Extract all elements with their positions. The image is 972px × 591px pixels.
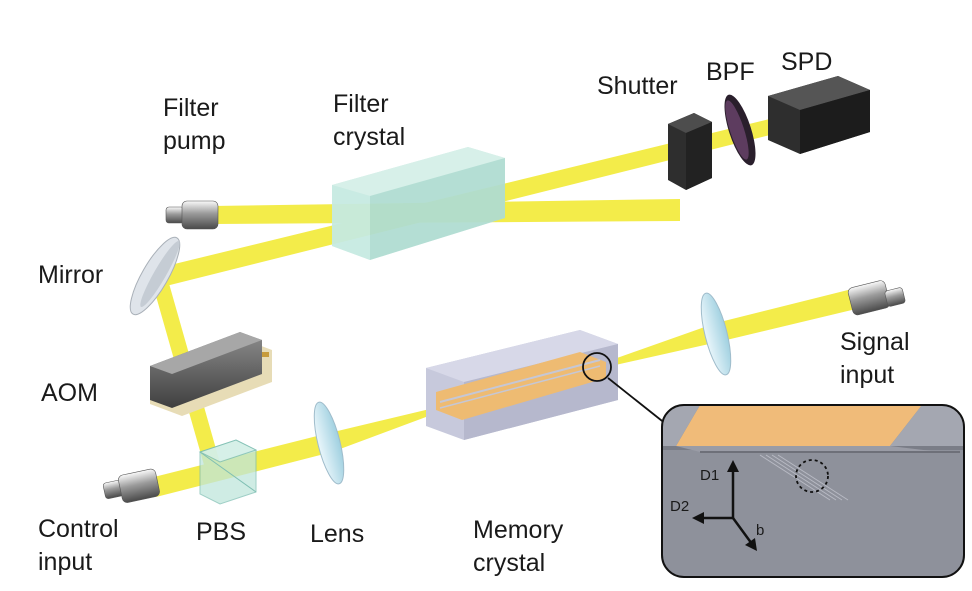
shutter — [668, 113, 712, 190]
bpf-label: BPF — [706, 58, 755, 86]
lens-control — [313, 401, 345, 485]
memory-crystal-label-line1: Memory — [473, 516, 564, 544]
inset-zoom-panel: D1 D2 b — [661, 404, 965, 578]
control-input-label: Control input — [38, 513, 119, 579]
filter-pump-collimator — [165, 200, 219, 230]
filter-crystal-label-line2: crystal — [333, 123, 406, 151]
beam-trace-lines — [759, 454, 849, 501]
filter-crystal-label-line1: Filter — [333, 90, 389, 118]
signal-input-collimator — [847, 280, 906, 316]
shutter-label: Shutter — [597, 72, 678, 100]
memory-crystal — [426, 330, 618, 440]
spd-label: SPD — [781, 48, 833, 76]
filter-pump-label-line2: pump — [163, 127, 226, 155]
pbs-label: PBS — [196, 518, 247, 546]
memory-crystal-label-line2: crystal — [473, 549, 546, 577]
memory-crystal-label: Memory crystal — [473, 514, 563, 580]
lens-label: Lens — [310, 520, 365, 548]
memory-output-beam — [600, 323, 718, 368]
signal-input-label: Signal input — [840, 326, 910, 392]
control-input-label-line1: Control — [38, 515, 119, 543]
crystal-axes — [692, 460, 757, 551]
filter-crystal — [332, 147, 505, 260]
aom-label: AOM — [41, 379, 98, 407]
mirror-label: Mirror — [38, 261, 104, 289]
signal-input-beam — [716, 289, 856, 342]
band-pass-filter — [724, 94, 756, 166]
control-input-label-line2: input — [38, 548, 93, 576]
zoom-circle — [582, 352, 612, 382]
beam-spot-circle — [795, 459, 829, 493]
lens-signal — [700, 292, 732, 376]
axis-label-d2: D2 — [670, 498, 689, 515]
single-photon-detector — [768, 76, 870, 154]
control-input-collimator — [102, 468, 160, 503]
signal-input-label-line1: Signal — [840, 328, 910, 356]
axis-label-b: b — [756, 522, 764, 539]
mirror — [129, 236, 181, 316]
filter-crystal-label: Filter crystal — [333, 88, 405, 154]
axis-label-d1: D1 — [700, 467, 719, 484]
polarizing-beam-splitter — [198, 439, 258, 505]
filter-pump-label-line1: Filter — [163, 94, 219, 122]
filter-pump-label: Filter pump — [163, 92, 226, 158]
signal-input-label-line2: input — [840, 361, 895, 389]
acousto-optic-modulator — [150, 332, 272, 416]
focused-beam — [325, 408, 434, 452]
